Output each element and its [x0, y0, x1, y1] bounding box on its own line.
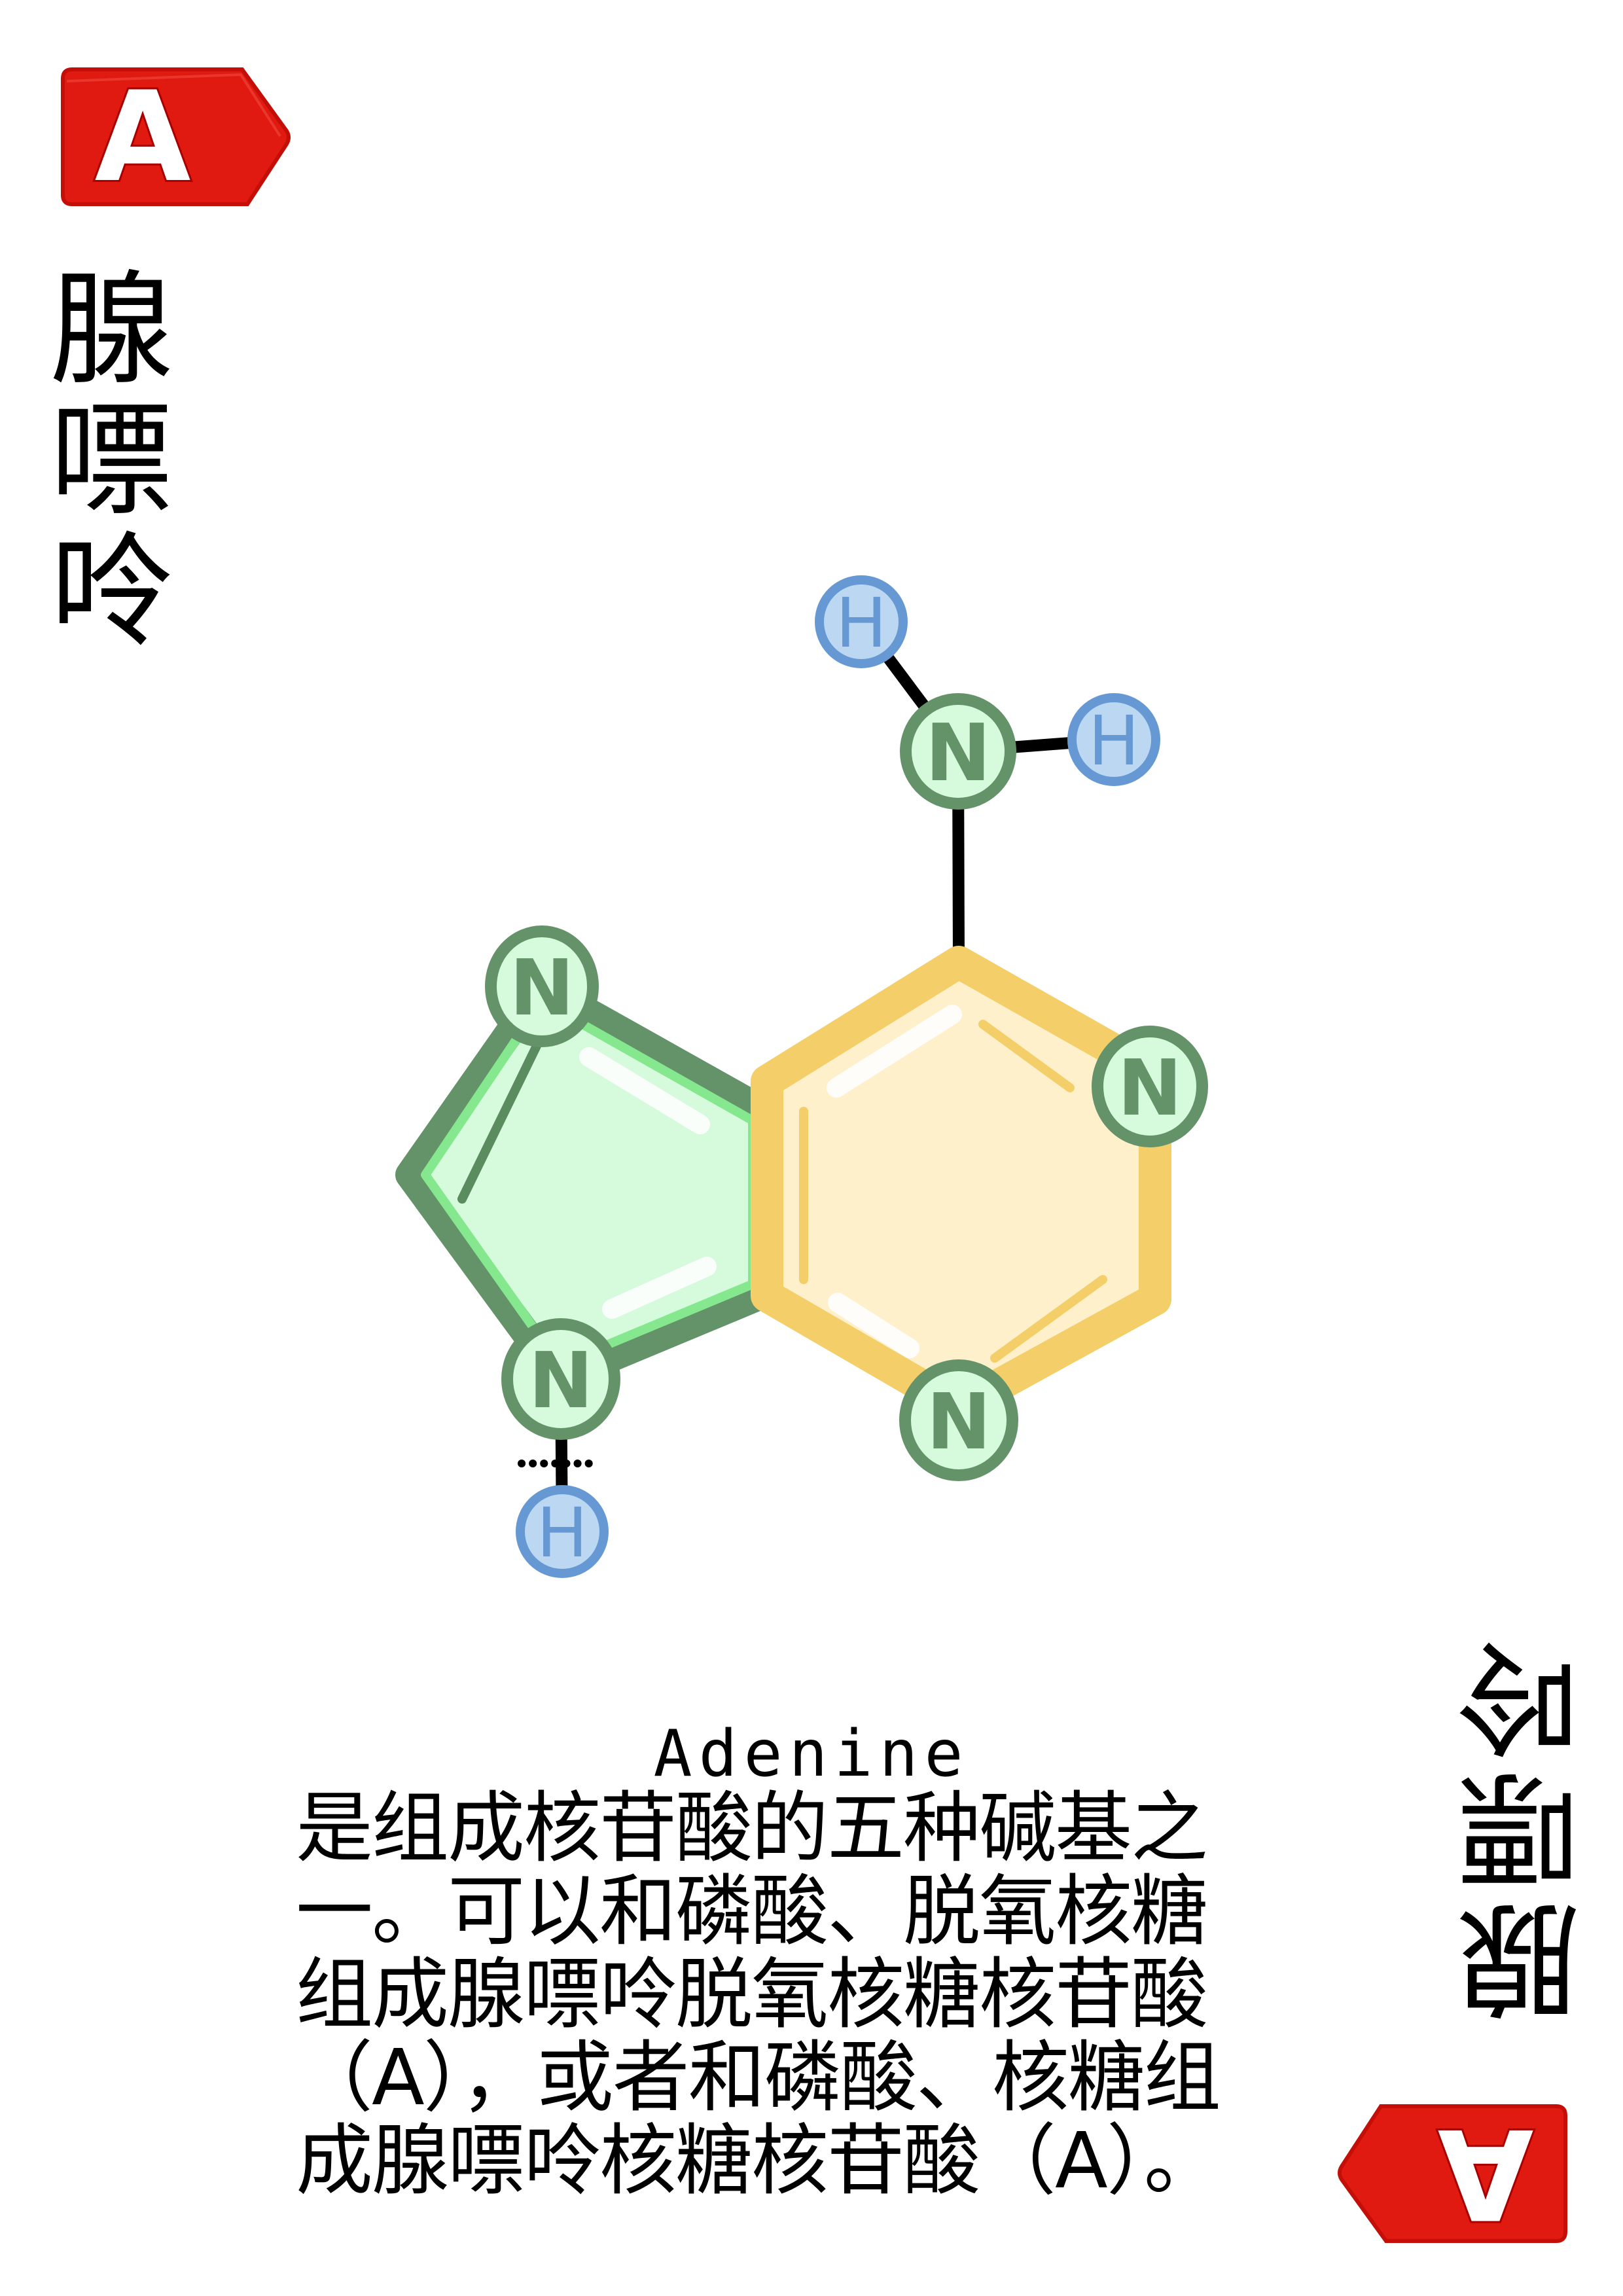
english-name: Adenine — [653, 1717, 970, 1791]
description: 是组成核苷酸的五种碱基之 一。可以和磷酸、脱氧核糖 组成腺嘌呤脱氧核糖核苷酸 （… — [296, 1787, 1356, 2202]
hexagon-ring — [751, 946, 1171, 1424]
svg-text:N: N — [1118, 1043, 1183, 1133]
svg-text:H: H — [537, 1493, 588, 1573]
corner-letter: A — [94, 65, 190, 209]
title-char: 腺 — [50, 259, 173, 402]
description-line: 一。可以和磷酸、脱氧核糖 — [296, 1866, 1208, 1956]
description-line: 是组成核苷酸的五种碱基之 — [296, 1783, 1208, 1873]
corner-tag-top-left: A — [61, 65, 291, 209]
svg-text:N: N — [927, 1376, 991, 1467]
corner-letter: A — [1437, 2101, 1533, 2245]
vertical-title-top: 腺 嘌 呤 — [46, 265, 177, 658]
svg-text:N: N — [925, 708, 991, 799]
title-char: 嘌 — [50, 389, 173, 533]
svg-text:N: N — [529, 1335, 594, 1426]
nitrogen-atoms: N N N N N — [485, 693, 1208, 1481]
title-char: 呤 — [1457, 1624, 1580, 1767]
title-char: 呤 — [50, 520, 173, 664]
title-char: 腺 — [1457, 1886, 1580, 2029]
nitrogen-atom-n7: N — [485, 925, 599, 1047]
svg-text:N: N — [510, 942, 575, 1033]
description-line: （A），或者和磷酸、核糖组 — [296, 2032, 1221, 2123]
hydrogen-atom-amino-2: H — [1067, 693, 1160, 786]
title-char: 嘌 — [1457, 1755, 1580, 1898]
hydrogen-atom-amino-1: H — [815, 575, 908, 668]
svg-text:H: H — [836, 583, 887, 663]
nitrogen-atom-n1: N — [1092, 1026, 1208, 1147]
nitrogen-atom-n9: N — [501, 1318, 620, 1440]
pentagon-ring — [395, 972, 781, 1393]
hydrogen-atom-n9: H — [516, 1485, 609, 1578]
nitrogen-atom-amino: N — [900, 693, 1016, 810]
nitrogen-atom-n3: N — [899, 1359, 1018, 1481]
vertical-title-bottom: 腺 嘌 呤 — [1453, 1624, 1584, 2029]
svg-text:H: H — [1088, 701, 1139, 781]
description-line: 成腺嘌呤核糖核苷酸（A）。 — [296, 2115, 1221, 2206]
corner-tag-bottom-right: A — [1338, 2101, 1567, 2245]
hydrogen-atoms: H H H — [516, 575, 1160, 1578]
description-line: 组成腺嘌呤脱氧核糖核苷酸 — [296, 1949, 1208, 2039]
